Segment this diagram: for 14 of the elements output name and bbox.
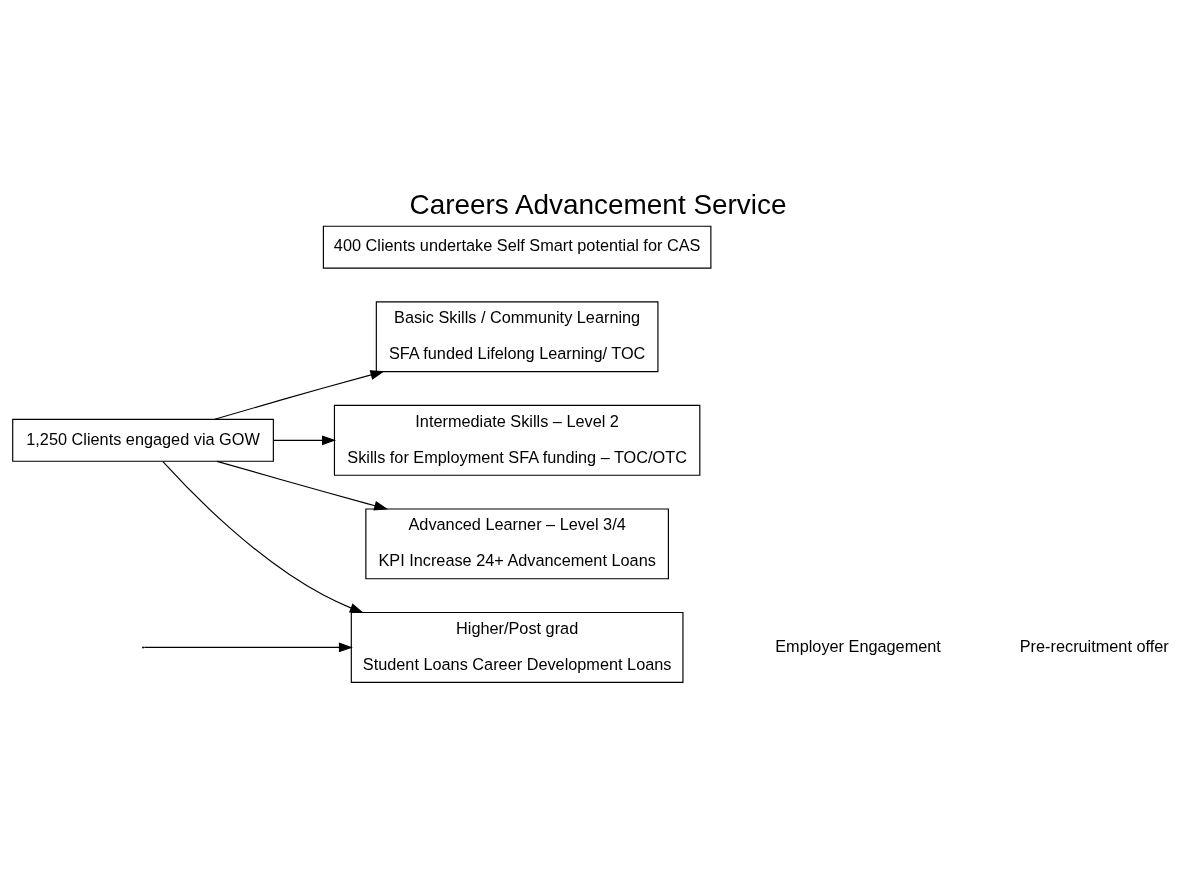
node-box: 400 Clients undertake Self Smart potential for CAS: [322, 225, 712, 269]
node-box: Higher/Post grad Student Loans Career Development Loans: [350, 611, 684, 683]
arrow: [273, 435, 336, 446]
arrow: [214, 370, 385, 420]
node-box: Advanced Learner – Level 3/4 KPI Increase 24+ Advancement Loans: [365, 508, 669, 580]
label: Pre-recruitment offer: [1019, 636, 1169, 655]
node-box: Basic Skills / Community Learning SFA funded Lifelong Learning/ TOC: [375, 301, 659, 373]
diagram-title: Careers Advancement Service: [409, 188, 787, 220]
arrow: [143, 642, 353, 653]
arrow: [216, 460, 389, 511]
label: Employer Engagement: [775, 636, 941, 655]
node-box: 1,250 Clients engaged via GOW: [12, 418, 274, 462]
arrow: [162, 461, 364, 614]
node-box: Intermediate Skills – Level 2 Skills for Employment SFA funding – TOC/OTC: [333, 404, 701, 476]
